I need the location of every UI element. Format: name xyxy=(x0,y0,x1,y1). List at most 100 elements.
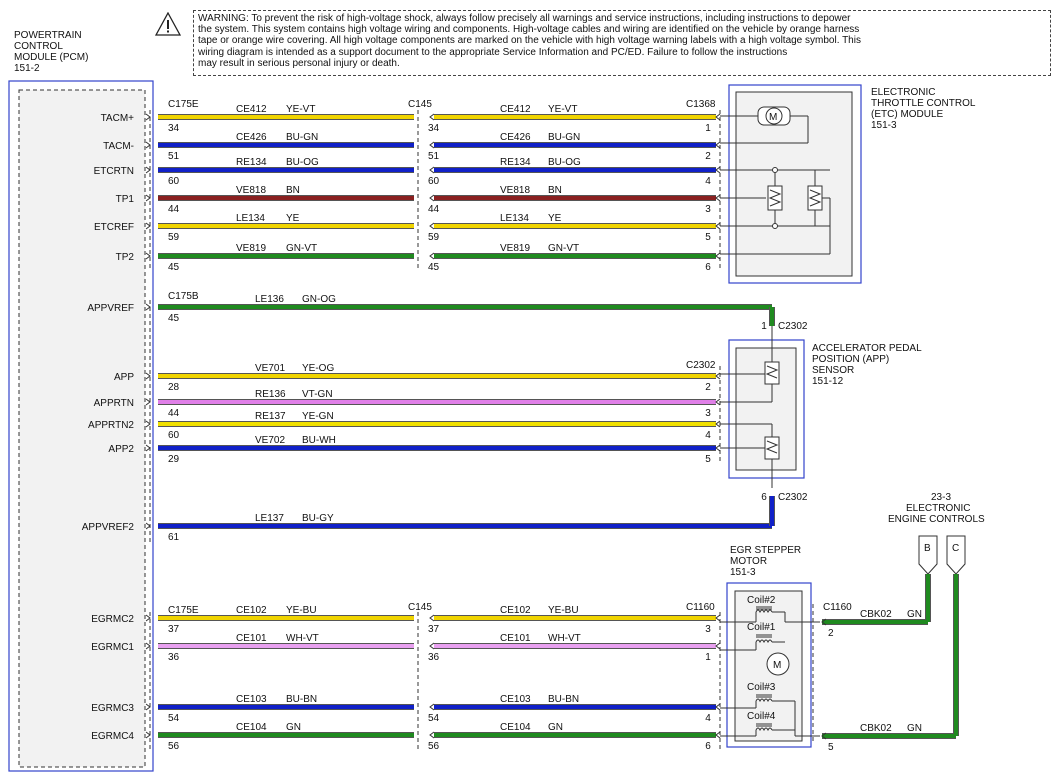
pin-chevron xyxy=(715,194,721,202)
pin-chevron xyxy=(715,444,721,452)
pcm-title-line: CONTROL xyxy=(14,41,63,52)
eec-pin-label: B xyxy=(924,543,931,554)
pcm-pin-number: 60 xyxy=(168,430,180,441)
egr-title-line: 151-3 xyxy=(730,567,756,578)
egr-title-line: EGR STEPPER xyxy=(730,545,801,556)
pcm-pin-name: TACM- xyxy=(103,141,134,152)
pin-chevron xyxy=(145,303,151,311)
pcm-pin-number: 60 xyxy=(168,176,180,187)
wire-color-code: GN xyxy=(286,722,301,733)
pin-chevron xyxy=(715,642,721,650)
device-pin-number: 4 xyxy=(705,430,711,441)
eec-pin-b xyxy=(918,535,938,575)
warning-line: tape or orange wire covering. All high v… xyxy=(198,35,861,47)
circuit-id: VE702 xyxy=(255,435,285,446)
circuit-id: CE104 xyxy=(500,722,531,733)
pcm-pin-number: 45 xyxy=(168,262,180,273)
pcm-pin-name: ETCREF xyxy=(94,222,134,233)
device-pin-number: 2 xyxy=(705,151,711,162)
app-title-line: ACCELERATOR PEDAL xyxy=(812,343,922,354)
eec-pin-c xyxy=(946,535,966,575)
pin-chevron xyxy=(715,222,721,230)
pin-chevron xyxy=(429,141,435,149)
wire-color-code: GN xyxy=(907,723,922,734)
circuit-id: RE134 xyxy=(500,157,531,168)
pin-chevron xyxy=(145,166,151,174)
pin-chevron xyxy=(429,252,435,260)
circuit-id: CE103 xyxy=(500,694,531,705)
pin-chevron xyxy=(429,113,435,121)
pin-chevron xyxy=(145,113,151,121)
circuit-id: VE701 xyxy=(255,363,285,374)
connector-label: C1368 xyxy=(686,99,716,110)
device-pin-number: 6 xyxy=(705,262,711,273)
device-pin-number: 5 xyxy=(705,232,711,243)
wire-color-code: VT-GN xyxy=(302,389,333,400)
pin-chevron xyxy=(145,420,151,428)
pin-chevron xyxy=(145,444,151,452)
pcm-pin-number: 37 xyxy=(168,624,180,635)
pin-chevron xyxy=(429,194,435,202)
warning-line: may result in serious personal injury or… xyxy=(198,57,400,69)
pin-chevron xyxy=(715,113,721,121)
wire-color-code: GN xyxy=(907,609,922,620)
app-title-line: SENSOR xyxy=(812,365,854,376)
pcm-pin-name: TP1 xyxy=(116,194,135,205)
pcm-pin-name: EGRMC3 xyxy=(91,703,134,714)
circuit-id: CE104 xyxy=(236,722,267,733)
egr-coil-label: Coil#4 xyxy=(747,711,776,722)
c145-pin-number: 37 xyxy=(428,624,440,635)
pcm-pin-number: 36 xyxy=(168,652,180,663)
pcm-pin-name: TACM+ xyxy=(101,113,135,124)
pin-chevron xyxy=(715,703,721,711)
etc-title-line: 151-3 xyxy=(871,120,897,131)
connector-label: C2302 xyxy=(778,492,808,503)
pcm-pin-name: APPRTN2 xyxy=(88,420,134,431)
electronic-engine-controls: 23-3 ELECTRONIC ENGINE CONTROLS B C xyxy=(888,492,985,575)
pin-chevron xyxy=(715,420,721,428)
connector-label: C145 xyxy=(408,99,432,110)
circuit-id: CE412 xyxy=(236,104,267,115)
circuit-id: CE426 xyxy=(500,132,531,143)
app-title-line: POSITION (APP) xyxy=(812,354,889,365)
warning-line: wiring diagram is intended as a support … xyxy=(198,46,788,58)
egr-out-pin-number: 5 xyxy=(828,742,834,753)
egr-motor-icon xyxy=(766,652,790,676)
pin-chevron xyxy=(715,614,721,622)
c145-pin-number: 56 xyxy=(428,741,440,752)
circuit-id: CE103 xyxy=(236,694,267,705)
egr-coil-label: Coil#3 xyxy=(747,682,776,693)
connector-label: C175B xyxy=(168,291,199,302)
pcm-pin-name: ETCRTN xyxy=(94,166,134,177)
pin-chevron xyxy=(715,372,721,380)
etc-motor-label: M xyxy=(769,112,777,123)
pin-chevron xyxy=(821,732,827,740)
pcm-pin-number: 29 xyxy=(168,454,180,465)
pcm-module: POWERTRAIN CONTROL MODULE (PCM) 151-2 xyxy=(8,30,154,772)
device-pin-number: 6 xyxy=(705,741,711,752)
c145-pin-number: 36 xyxy=(428,652,440,663)
connector-label: C2302 xyxy=(686,360,716,371)
wire-color-code: BU-OG xyxy=(286,157,319,168)
pcm-title-line: 151-2 xyxy=(14,63,40,74)
warning-triangle-icon xyxy=(154,11,182,36)
pin-chevron xyxy=(145,614,151,622)
pcm-inner xyxy=(18,89,146,768)
c145-pin-number: 44 xyxy=(428,204,440,215)
pcm-pin-number: 59 xyxy=(168,232,180,243)
pcm-pin-name: APP xyxy=(114,372,134,383)
connector-label: C1160 xyxy=(823,602,852,613)
c145-pin-number: 45 xyxy=(428,262,440,273)
pcm-pin-number: 61 xyxy=(168,532,180,543)
circuit-id: CE102 xyxy=(500,605,531,616)
pin-chevron xyxy=(429,166,435,174)
eec-pin-label: C xyxy=(952,543,959,554)
pcm-pin-number: 45 xyxy=(168,313,180,324)
circuit-id: CE102 xyxy=(236,605,267,616)
pcm-pin-number: 34 xyxy=(168,123,180,134)
warning-line: the system. This system contains high vo… xyxy=(198,24,860,36)
connector-label: C175E xyxy=(168,99,199,110)
wire-color-code: GN-VT xyxy=(548,243,579,254)
